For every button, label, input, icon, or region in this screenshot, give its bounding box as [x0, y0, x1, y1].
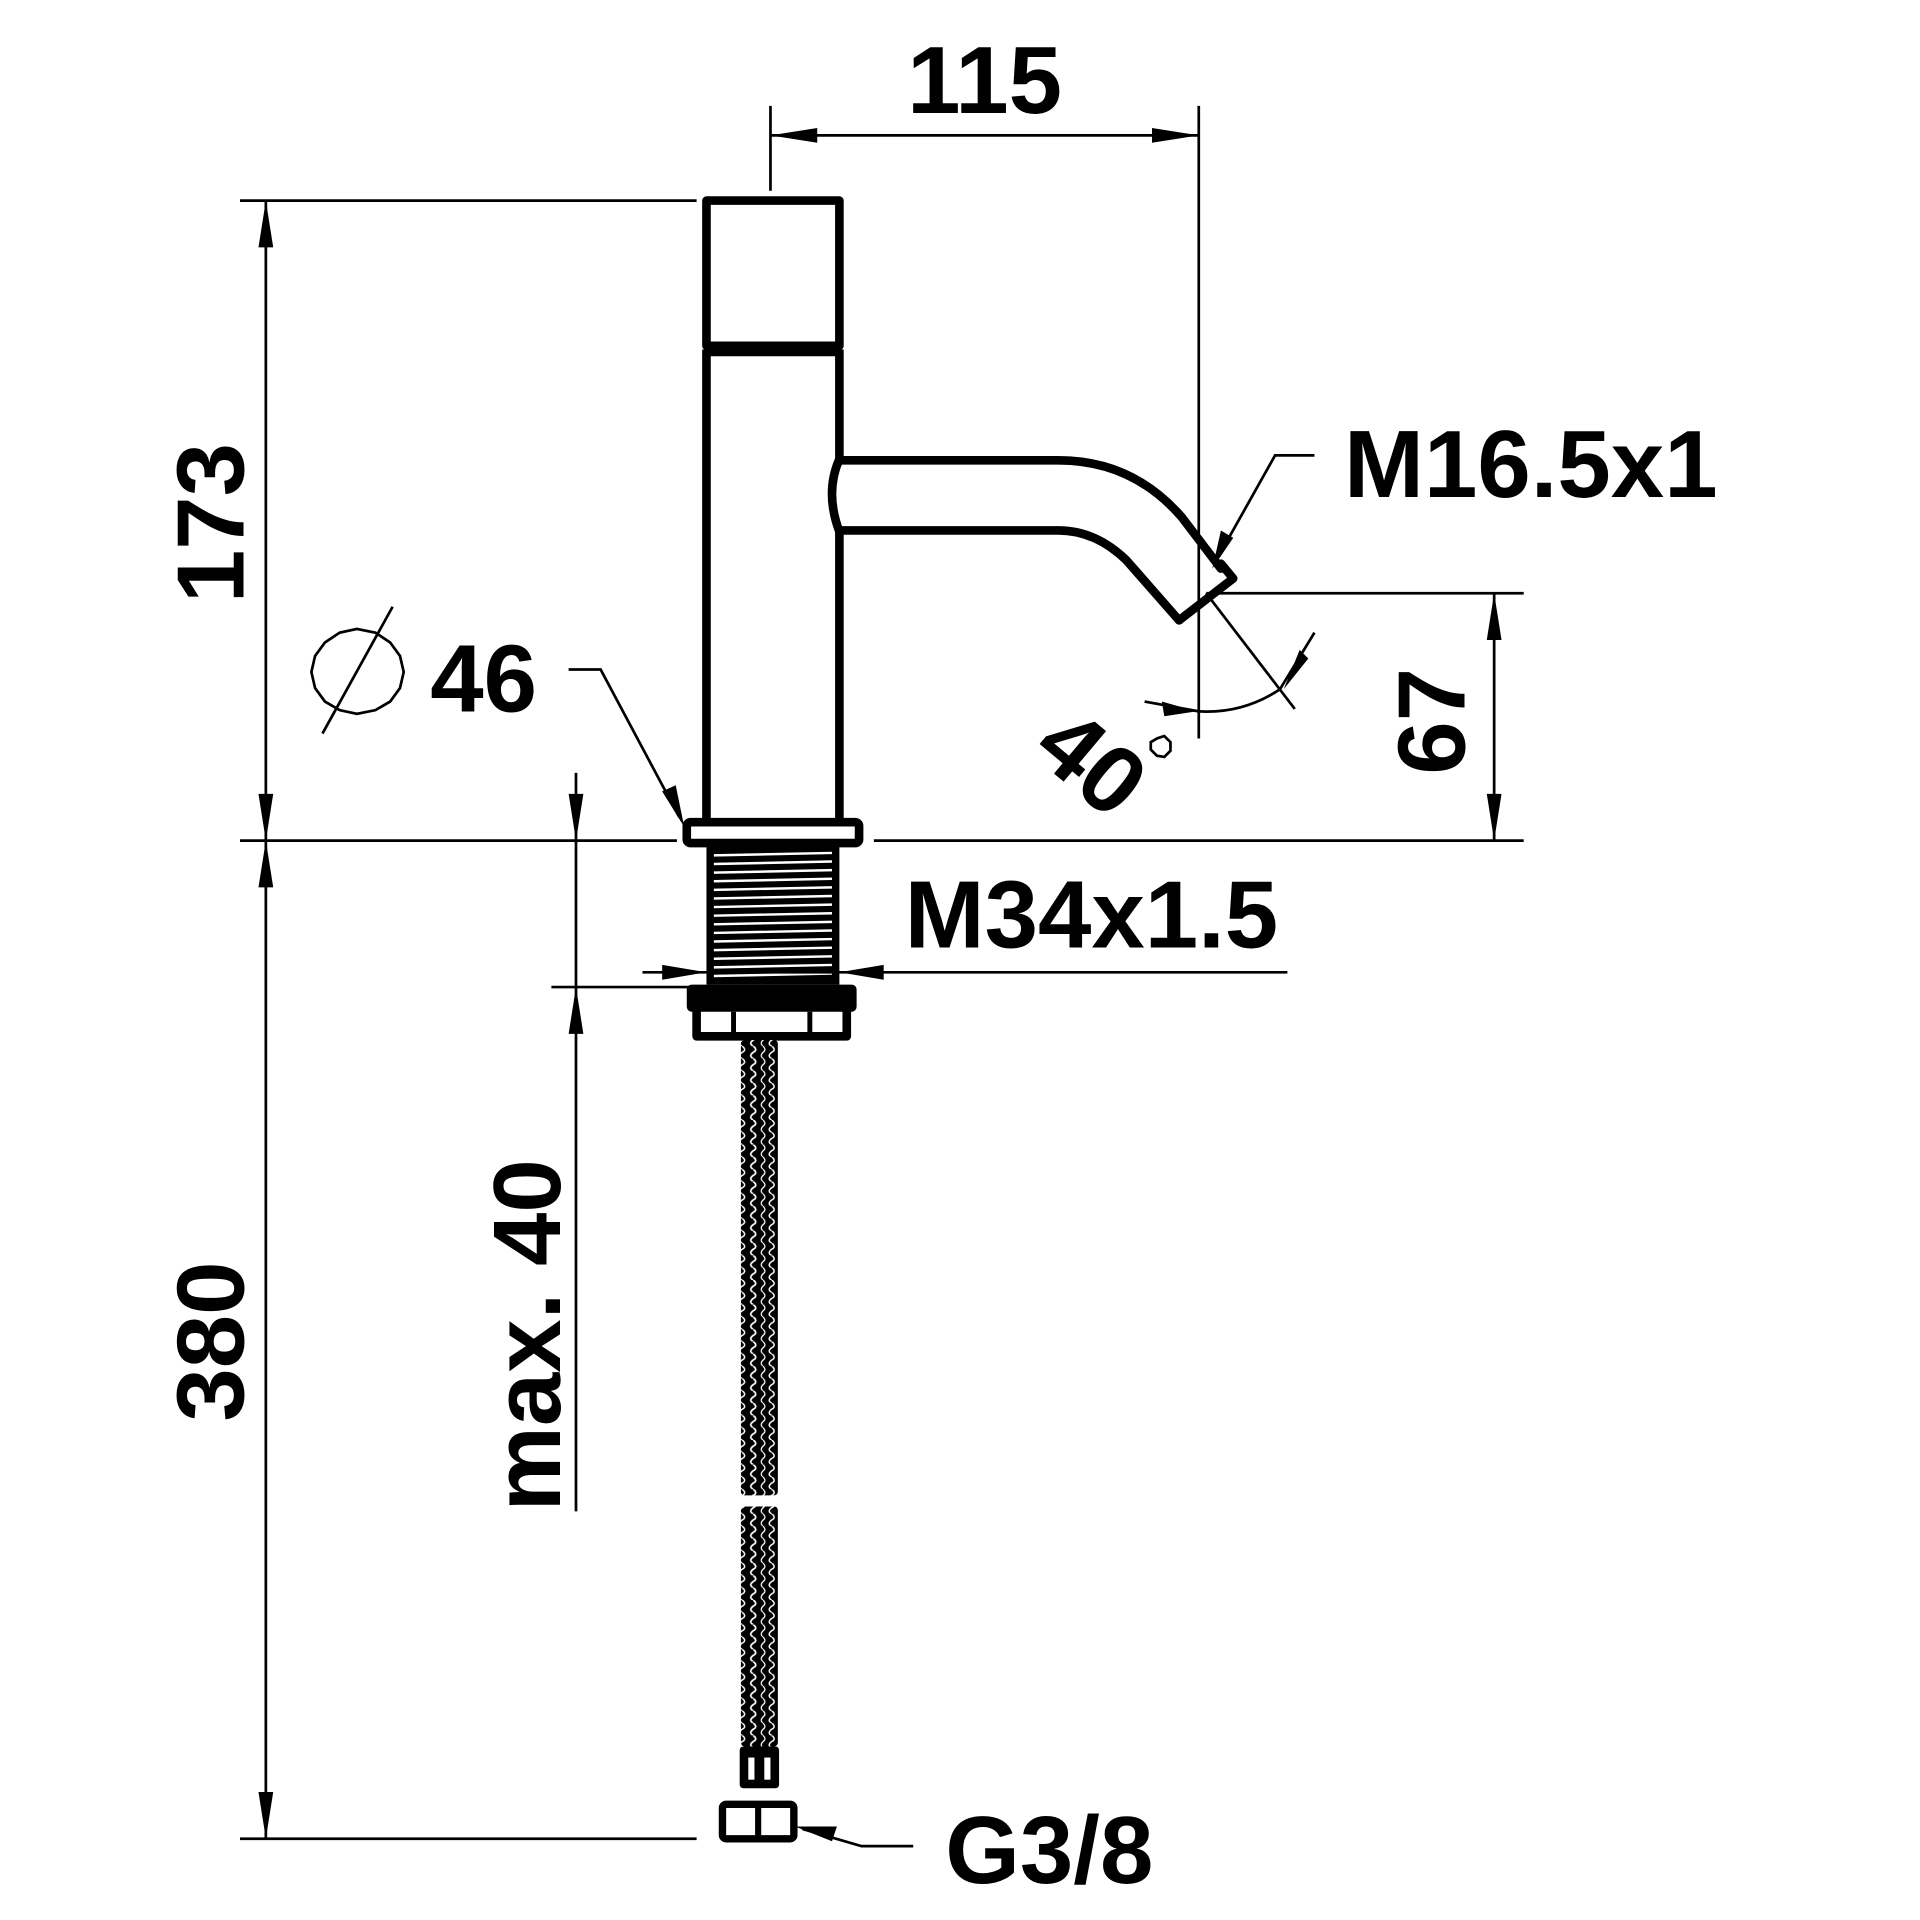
- hose-crimp: [739, 1746, 780, 1789]
- dim-67: 67: [873, 591, 1524, 842]
- spout-outlet: [1174, 559, 1238, 625]
- hose-thread-label: G3/8: [945, 1797, 1153, 1904]
- mounting-shank: [682, 817, 864, 1041]
- mounting-nut: [692, 1007, 852, 1041]
- dim-max-40-label: max. 40: [474, 1159, 581, 1511]
- dim-67-label: 67: [1379, 668, 1486, 775]
- spout-top-edge: [835, 456, 1226, 573]
- aerator-thread-label: M16.5x1: [1344, 411, 1718, 518]
- spout: [827, 454, 1238, 625]
- dim-angle-40: 40: [1016, 592, 1316, 838]
- dim-173: 173: [158, 199, 697, 842]
- angle-40-label: 40: [1016, 687, 1167, 838]
- dim-380-label: 380: [158, 1261, 265, 1421]
- dim-115: 115: [769, 27, 1201, 739]
- dim-m16-5x1: M16.5x1: [1212, 411, 1718, 569]
- faucet-body: [702, 196, 844, 823]
- dim-380: 380: [158, 840, 697, 1841]
- dim-m34x1-5: M34x1.5: [642, 862, 1288, 980]
- spout-collar: [827, 454, 844, 536]
- spout-bottom-edge: [835, 526, 1184, 625]
- dim-46-label: 46: [430, 625, 537, 732]
- lever-cap: [702, 196, 844, 351]
- diameter-icon: [309, 627, 406, 716]
- mounting-washer: [686, 984, 857, 1012]
- thread-lines: [713, 851, 833, 978]
- mounting-thread-label: M34x1.5: [905, 862, 1279, 969]
- dim-173-label: 173: [158, 443, 265, 603]
- base-flange: [682, 817, 864, 848]
- degree-icon: [1149, 734, 1172, 759]
- dim-115-label: 115: [907, 27, 1062, 134]
- flexible-hose: [718, 1040, 798, 1843]
- dim-g3-8: G3/8: [795, 1797, 1153, 1904]
- dim-diameter-46: 46: [309, 606, 685, 828]
- hose-lower: [740, 1506, 778, 1747]
- dim-max-40: max. 40: [474, 772, 690, 1512]
- hose-upper: [740, 1040, 778, 1496]
